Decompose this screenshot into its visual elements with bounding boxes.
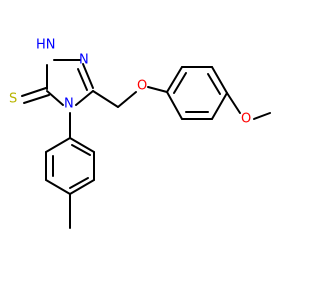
methylene-ether-linker: [92, 86, 168, 108]
bond-n4-c5: [46, 90, 64, 106]
molecule-canvas: HN N N S O O: [9, 37, 271, 229]
methoxy-group: [226, 92, 271, 120]
bond-aryl-o-methoxy: [226, 92, 241, 114]
bond-o-methyl: [253, 112, 271, 120]
ring2-bond-1-inner: [173, 72, 187, 94]
ring2-bond-1: [166, 66, 183, 93]
ring2-bond-6: [166, 91, 183, 120]
ring3-bond-3: [69, 179, 95, 195]
bond-c3-n4: [75, 90, 94, 106]
triazole-ring: [46, 59, 94, 106]
ring3-bond-1-inner: [71, 144, 91, 156]
ring2-bond-4: [211, 92, 228, 120]
molecule-structure: HN N N S O O: [9, 38, 271, 229]
bond-c3-ch2: [92, 90, 119, 108]
atom-label-o-ether: O: [137, 79, 147, 94]
atom-label-o-methoxy: O: [241, 112, 251, 127]
bond-ch2-o: [117, 91, 137, 108]
ring3-bond-6: [45, 137, 71, 153]
atom-label-s: S: [9, 92, 17, 107]
thione-bond: [21, 87, 50, 104]
ring3-bond-3-inner: [69, 177, 89, 189]
methoxyphenyl-ring: [166, 66, 228, 120]
bond-o-aryl: [147, 86, 168, 93]
tolyl-ring: [45, 112, 95, 229]
bond-n2-c3-double: [77, 68, 88, 91]
ring3-bond-1: [69, 137, 95, 153]
ring2-bond-3-inner: [207, 73, 221, 95]
bond-c5-s-b: [23, 94, 50, 104]
atom-label-n-ring-bottom: N: [64, 97, 74, 112]
bond-c5-s-a: [21, 87, 47, 97]
ring3-bond-4: [45, 179, 71, 195]
atom-label-nh: HN: [36, 38, 56, 53]
bond-n2-c3: [82, 63, 94, 89]
ring2-bond-3: [211, 66, 228, 94]
atom-label-n-top-right: N: [79, 53, 89, 68]
